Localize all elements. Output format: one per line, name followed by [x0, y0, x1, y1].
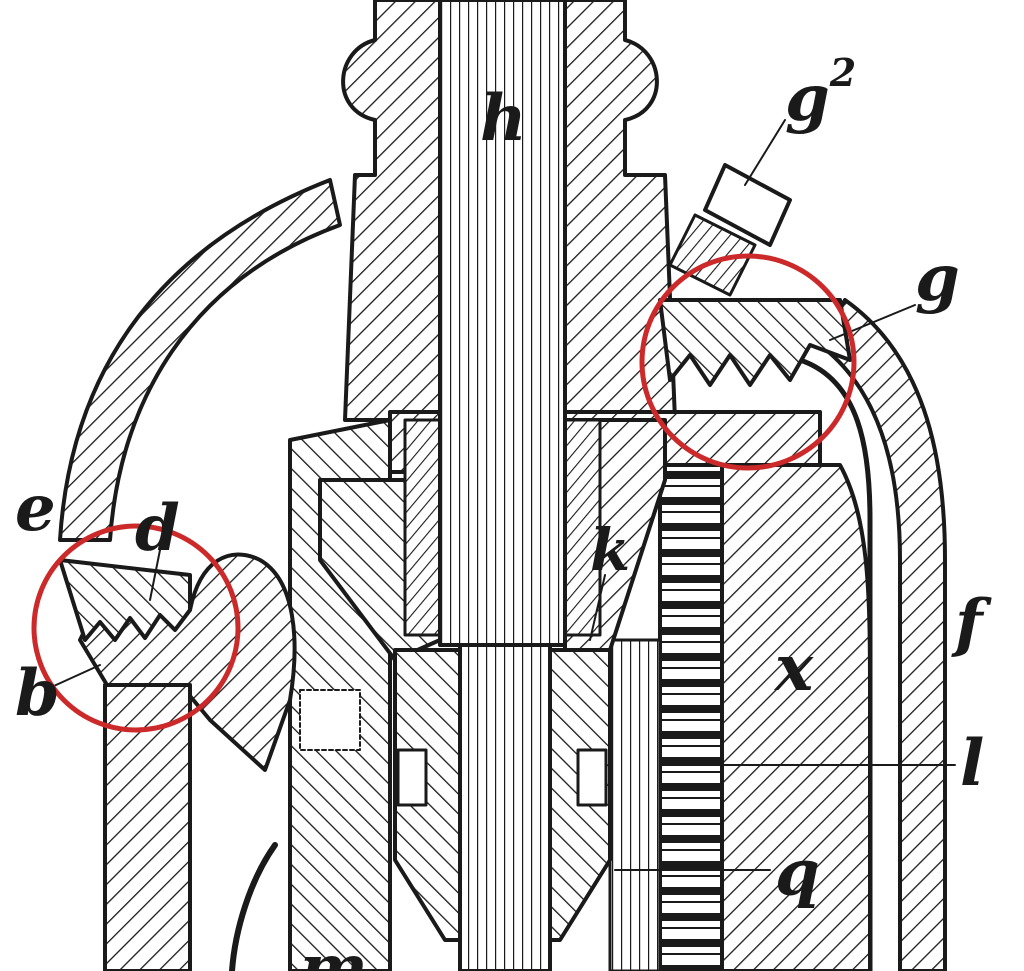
outer-casing-f [818, 298, 947, 971]
label-f: f [951, 586, 992, 661]
label-x: x [773, 631, 814, 706]
hook-m [229, 842, 278, 971]
leader-g [829, 304, 916, 341]
leader-g2 [744, 119, 786, 186]
winding-inner [608, 638, 662, 971]
thread-right [563, 418, 602, 637]
label-g: g [915, 241, 960, 316]
lug-b [78, 552, 297, 772]
block-x [718, 463, 872, 971]
label-h: h [480, 81, 527, 156]
arched-housing-left [58, 178, 342, 542]
screw-g2-head [703, 163, 792, 247]
terminal-block [299, 689, 361, 751]
label-g2: g2 [785, 50, 856, 136]
label-l: l [960, 726, 984, 801]
cap-g [658, 298, 852, 387]
label-d: d [135, 491, 180, 566]
label-q: q [775, 836, 820, 911]
slot-right [576, 748, 608, 807]
label-m: m [300, 931, 368, 971]
winding-l [658, 463, 724, 971]
leader-d [149, 549, 161, 601]
label-e: e [15, 471, 56, 546]
spindle-lower [458, 643, 552, 971]
label-b: b [15, 656, 60, 731]
label-k: k [590, 516, 630, 584]
cap-d [58, 558, 192, 642]
slot-left [396, 748, 428, 807]
thread-left [403, 418, 442, 637]
pillar-left [103, 683, 192, 971]
highlight-circle-upper [639, 253, 857, 471]
spindle-h [438, 0, 567, 647]
inner-wire [797, 357, 873, 971]
highlight-circle-lower [31, 523, 241, 733]
leader-k [589, 574, 606, 641]
